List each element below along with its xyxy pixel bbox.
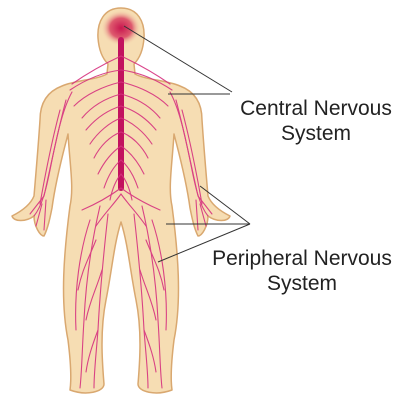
cns-label-line2: System [228,121,404,146]
central-nervous-system-label: Central Nervous System [228,96,404,146]
pns-label-line2: System [200,271,404,296]
peripheral-nervous-system-label: Peripheral Nervous System [200,246,404,296]
cns-label-line1: Central Nervous [228,96,404,121]
pns-label-line1: Peripheral Nervous [200,246,404,271]
